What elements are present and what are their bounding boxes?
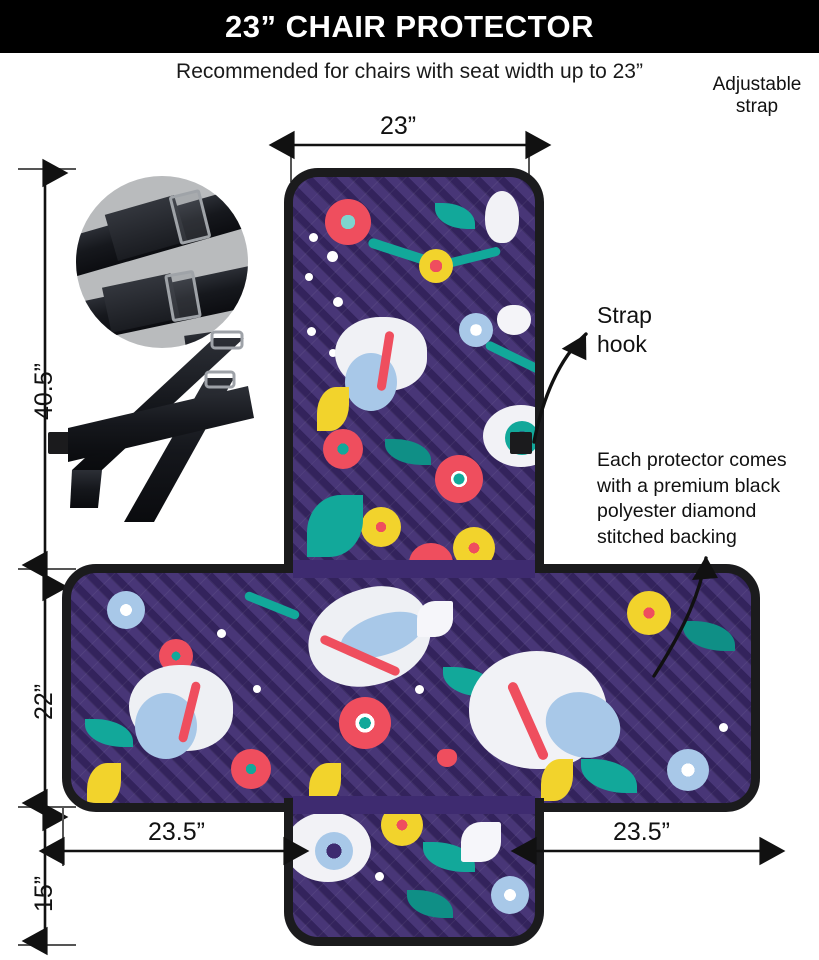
daisy-motif <box>419 249 453 283</box>
flower-motif <box>459 313 493 347</box>
white-star-flower-motif <box>461 822 501 862</box>
dimension-arrow-height-22 <box>21 572 69 818</box>
adjustable-strap-label-line1: Adjustable <box>712 74 802 95</box>
branch-motif <box>243 590 301 621</box>
flower-motif <box>107 591 145 629</box>
leaf-motif <box>581 759 637 793</box>
protector-front-flap-panel <box>284 798 544 946</box>
dot-cluster-motif <box>375 872 384 881</box>
butterfly-wing-motif <box>135 693 197 759</box>
dimension-arrow-bottom-left <box>38 836 310 866</box>
header-bar: 23” CHAIR PROTECTOR <box>0 0 819 53</box>
page-title: 23” CHAIR PROTECTOR <box>225 8 594 44</box>
adjustable-strap-inset <box>76 176 248 348</box>
strap-hook-right <box>510 432 532 454</box>
daisy-motif <box>627 591 671 635</box>
dot-cluster-motif <box>307 327 316 336</box>
dimension-label-height-15: 15” <box>30 875 58 912</box>
backing-callout: Each protector comes with a premium blac… <box>597 448 815 551</box>
dimension-label-height-22: 22” <box>30 683 58 720</box>
leaf-motif <box>443 667 495 697</box>
dimension-arrow-bottom-right <box>510 836 786 866</box>
dragonfly-wing-motif <box>334 602 430 668</box>
backing-callout-line1: Each protector comes <box>597 449 787 471</box>
dimension-label-height-405: 40.5” <box>30 363 58 420</box>
butterfly-body-motif <box>376 330 395 392</box>
white-star-flower-motif <box>417 601 453 637</box>
flower-motif <box>435 455 483 503</box>
dot-cluster-motif <box>415 685 424 694</box>
backing-pointer-arrow <box>652 556 718 678</box>
adjustable-strap-label: Adjustable strap <box>701 74 813 118</box>
leaf-motif <box>385 439 431 465</box>
dot-cluster-motif <box>333 297 343 307</box>
backing-callout-line4: stitched backing <box>597 526 737 549</box>
dimension-arrow-top-width <box>268 130 552 160</box>
strap-hook-callout: Strap hook <box>597 301 652 359</box>
flower-motif <box>667 749 709 791</box>
dot-cluster-motif <box>305 273 313 281</box>
eye-flower-center-motif <box>315 832 353 870</box>
flower-motif <box>323 429 363 469</box>
leaf-motif <box>85 719 133 747</box>
crossed-straps-photo <box>68 330 254 522</box>
eye-flower-motif <box>293 812 371 882</box>
butterfly-motif <box>129 665 233 751</box>
backing-callout-line2: with a premium black <box>597 474 781 497</box>
flower-motif <box>231 749 271 789</box>
flower-motif <box>339 697 391 749</box>
tulip-motif <box>485 191 519 243</box>
butterfly-wing-motif <box>345 353 397 411</box>
dot-cluster-motif <box>253 685 261 693</box>
chair-protector-illustration <box>48 168 760 946</box>
dimension-arrow-height-405 <box>21 158 69 580</box>
flower-motif <box>325 199 371 245</box>
dot-cluster-motif <box>309 233 318 242</box>
dot-cluster-motif <box>327 251 338 262</box>
strap-hook-line2: hook <box>597 330 647 357</box>
strap-hook-line1: Strap <box>597 302 652 328</box>
seam-top <box>293 560 535 578</box>
dragonfly-body-motif <box>318 633 402 678</box>
butterfly-motif <box>335 317 427 391</box>
leaf-motif <box>307 495 363 557</box>
dot-cluster-motif <box>329 349 337 357</box>
flower-motif <box>491 876 529 914</box>
dot-cluster-motif <box>719 723 728 732</box>
daisy-motif <box>361 507 401 547</box>
yellow-leaf-motif <box>317 387 349 431</box>
branch-motif <box>442 246 502 269</box>
subtitle-text: Recommended for chairs with seat width u… <box>176 60 643 83</box>
strap-hook-pointer-arrow <box>532 332 588 444</box>
flower-motif <box>159 639 193 673</box>
yellow-leaf-motif <box>87 763 121 803</box>
butterfly-body-motif <box>177 680 202 744</box>
leaf-motif <box>435 203 475 229</box>
heart-motif <box>437 749 457 767</box>
adjustable-strap-label-line2: strap <box>735 95 779 117</box>
protector-backrest-panel <box>284 168 544 578</box>
yellow-leaf-motif <box>541 759 573 801</box>
seam-bottom <box>293 796 535 814</box>
dim-guide-bottom-tab <box>62 806 64 866</box>
butterfly-wing-motif <box>535 681 631 769</box>
leaf-motif <box>407 890 453 918</box>
leaf-motif <box>423 842 475 872</box>
backing-callout-line3: polyester diamond <box>597 500 757 523</box>
dot-cluster-motif <box>217 629 226 638</box>
branch-motif <box>367 237 433 267</box>
dragonfly-motif <box>296 573 442 701</box>
butterfly-motif <box>469 651 607 769</box>
butterfly-body-motif <box>506 680 550 762</box>
protector-seat-panel <box>62 564 760 812</box>
